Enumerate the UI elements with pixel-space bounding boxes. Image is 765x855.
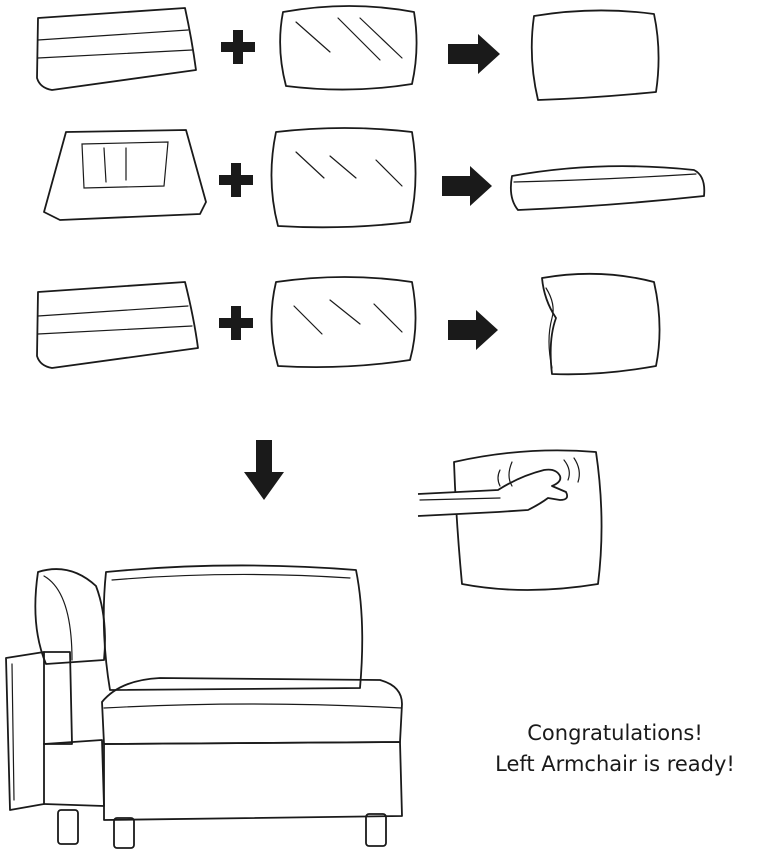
row-1 [37,6,659,100]
pat-pillow-illustration [418,450,602,590]
plus-icon [219,163,253,197]
arrow-right-icon [448,34,500,74]
seat-cushion-result [511,166,704,210]
arrow-right-icon [448,310,498,350]
foam-insert-1 [280,6,416,90]
cushion-cover-1 [37,8,196,90]
plus-icon [219,306,253,340]
seat-cover [44,130,206,220]
congratulations-text: Congratulations! [465,718,765,749]
left-armchair [6,565,402,848]
plus-icon [221,30,255,64]
row-2 [44,128,704,227]
arrow-right-icon [442,166,492,206]
completion-message: Congratulations! Left Armchair is ready! [465,718,765,780]
row-3 [37,274,660,375]
armchair-ready-text: Left Armchair is ready! [465,749,765,780]
foam-insert-2 [271,128,415,227]
arm-pillow-result [542,274,660,375]
arrow-down-icon [244,440,284,500]
foam-insert-3 [271,277,415,367]
cushion-cover-2 [37,282,198,368]
back-cushion-result [532,10,659,100]
